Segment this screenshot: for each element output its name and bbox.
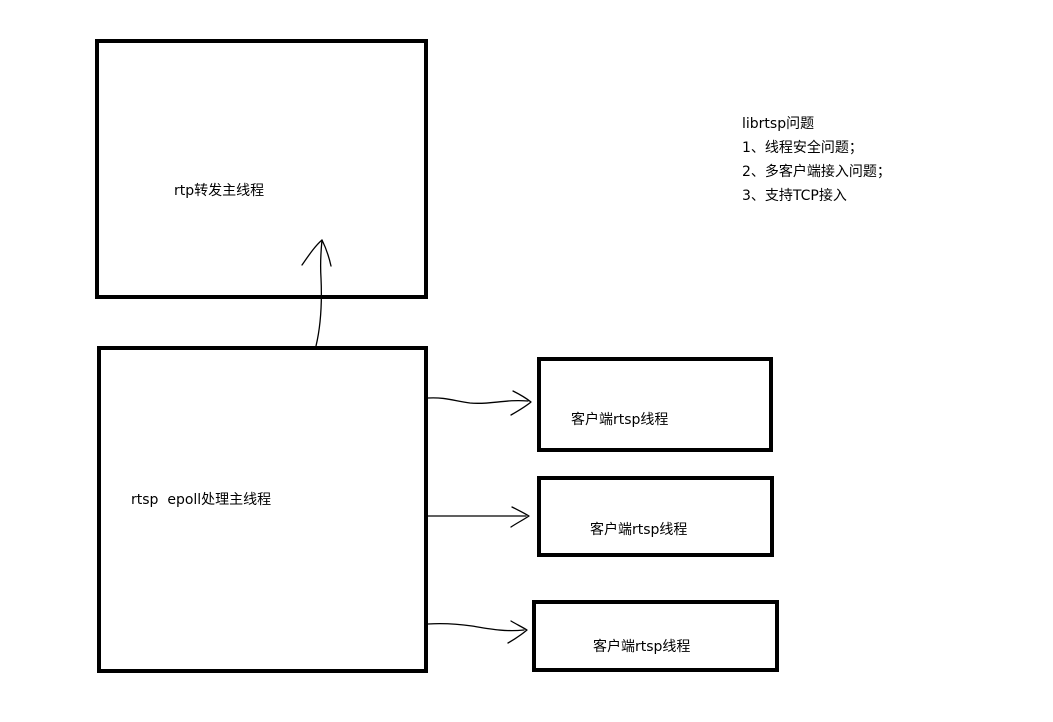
rtp-thread-box [95, 39, 428, 299]
rtp-thread-label: rtp转发主线程 [174, 183, 265, 199]
arrow-rtsp-to-client-1 [427, 397, 529, 405]
arrowhead-rtsp-to-client-3 [507, 620, 528, 644]
notes-item-2: 2、多客户端接入问题； [742, 164, 891, 180]
arrowhead-rtsp-to-client-1 [510, 390, 532, 416]
rtsp-thread-box [97, 346, 428, 673]
client-thread-box-2 [537, 476, 774, 557]
arrowhead-rtsp-to-client-2 [510, 506, 530, 528]
client-thread-box-3 [532, 600, 779, 672]
arrow-rtsp-to-client-3 [427, 622, 525, 632]
notes-title: librtsp问题 [742, 116, 815, 132]
notes-block: librtsp问题 1、线程安全问题； 2、多客户端接入问题； 3、支持TCP接… [742, 112, 891, 208]
arrow-rtsp-to-rtp [315, 239, 323, 347]
client-thread-label-1: 客户端rtsp线程 [571, 412, 669, 428]
client-thread-label-2: 客户端rtsp线程 [590, 522, 688, 538]
arrowhead-rtsp-to-rtp [301, 239, 332, 267]
rtsp-thread-label: rtsp epoll处理主线程 [131, 492, 272, 508]
notes-item-1: 1、线程安全问题； [742, 140, 863, 156]
client-thread-box-1 [537, 357, 773, 452]
notes-item-3: 3、支持TCP接入 [742, 188, 847, 204]
client-thread-label-3: 客户端rtsp线程 [593, 639, 691, 655]
